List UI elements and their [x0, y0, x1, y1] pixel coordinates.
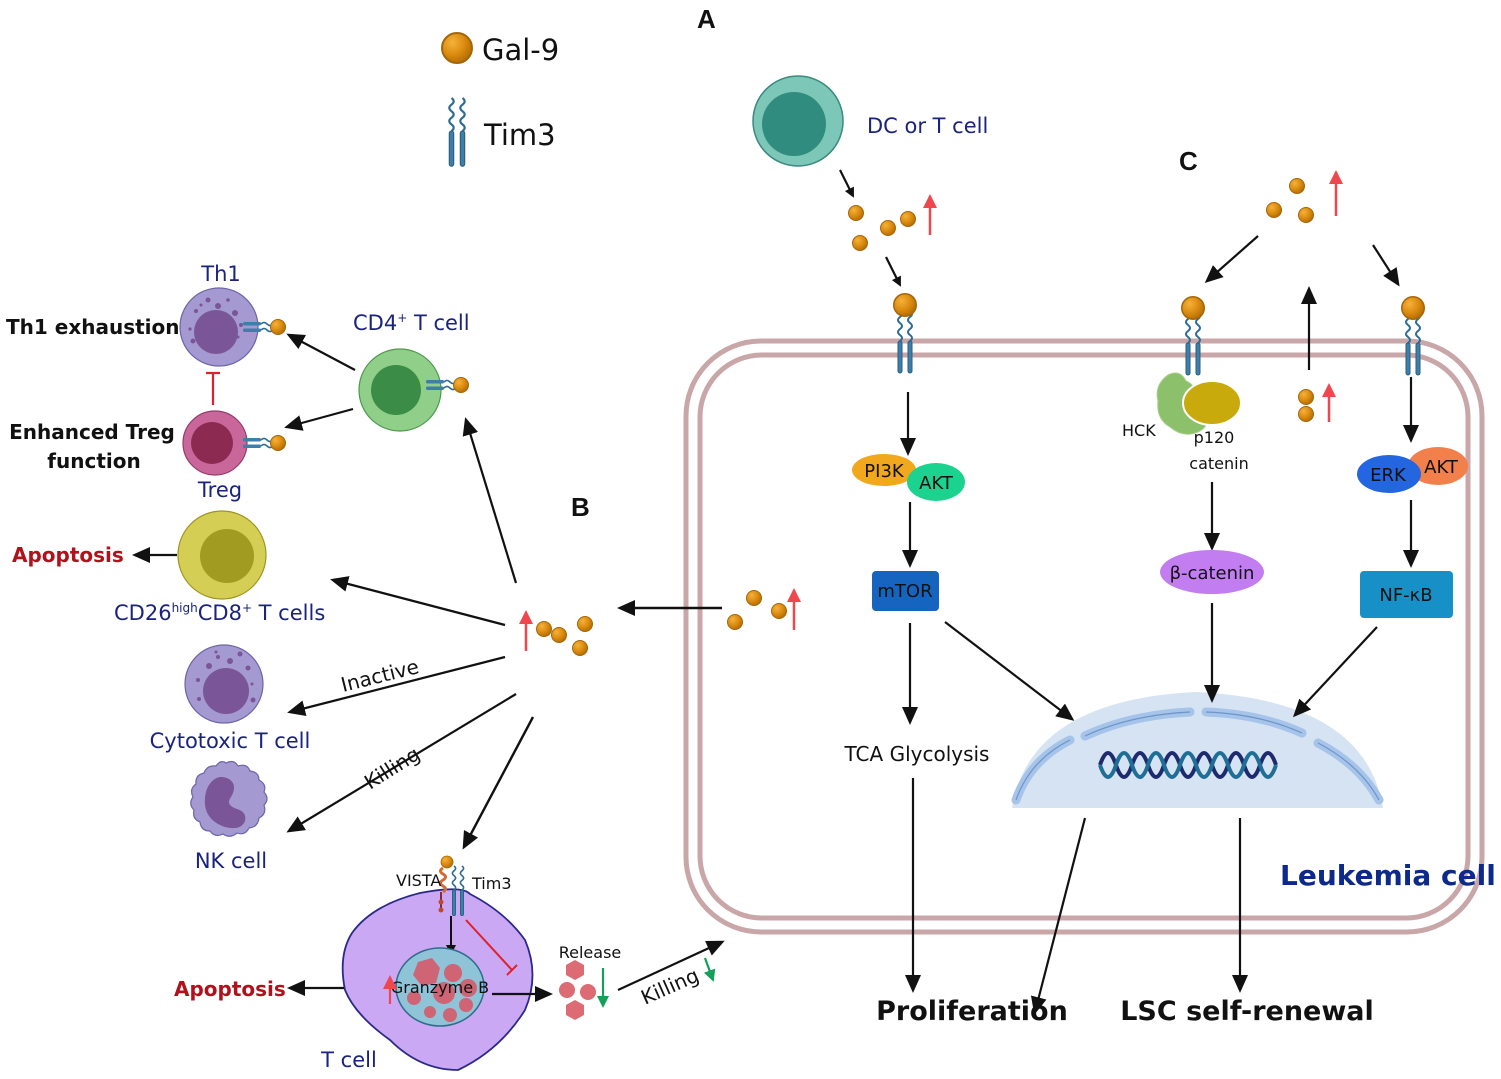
- gal9-cluster-secreted: [727, 590, 787, 630]
- cd8-label: CD26highCD8+ T cells: [114, 601, 325, 625]
- akt-label-c: AKT: [1424, 457, 1459, 478]
- panel-letter-b: B: [571, 492, 590, 522]
- akt-node-c: AKT: [1408, 447, 1468, 485]
- proliferation-label: Proliferation: [876, 996, 1068, 1027]
- released-granzyme-icon: [559, 960, 596, 1020]
- leukemia-cell-membrane: [683, 338, 1485, 935]
- th1-label: Th1: [200, 262, 241, 286]
- cd8-apoptosis-label: Apoptosis: [12, 543, 124, 567]
- granzyme-b-label: Granzyme B: [391, 978, 489, 997]
- gal9-cluster-a: [848, 205, 916, 251]
- vista-receptor-icon: [438, 855, 454, 913]
- decrease-arrow-killing-icon: [703, 957, 716, 982]
- tim3-tcell-label: Tim3: [471, 874, 512, 893]
- treg-label: Treg: [197, 478, 242, 502]
- tim3-gal9-receptor-c1: [1181, 296, 1205, 376]
- treg-outcome-line2: function: [47, 449, 140, 473]
- dna-helix-icon: [1098, 751, 1278, 779]
- dc-or-t-cell: [752, 75, 844, 167]
- gal9-ball-icon: [441, 32, 473, 64]
- cd8-prefix: CD26: [114, 601, 172, 625]
- arrow-nfkb-to-nucleus: [1292, 626, 1378, 718]
- tim3-gal9-receptor-c2: [1401, 296, 1425, 376]
- tcell-label: T cell: [320, 1048, 377, 1072]
- inhibition-release-bar: [506, 964, 518, 976]
- arrow-gal9-to-receptor-a: [885, 256, 901, 287]
- erk-label: ERK: [1370, 465, 1407, 486]
- panel-letter-c: C: [1179, 146, 1198, 176]
- arrow-gal9-to-erk-receptor: [1372, 244, 1400, 287]
- akt-node-a: AKT: [907, 463, 965, 501]
- dc-or-t-cell-label: DC or T cell: [867, 114, 988, 138]
- gal9-cluster-c-inner: [1298, 389, 1314, 422]
- cd4-suffix: T cell: [407, 311, 469, 335]
- nk-cell: [190, 760, 268, 837]
- tcell-apoptosis-label: Apoptosis: [174, 977, 286, 1001]
- cytotoxic-t-cell-label: Cytotoxic T cell: [150, 729, 311, 753]
- cytotoxic-t-cell: [184, 644, 264, 724]
- arrow-b-to-cd8: [330, 576, 506, 627]
- treg-cell: [182, 410, 286, 476]
- p120-catenin-node: [1182, 380, 1242, 426]
- th1-cell: [179, 287, 286, 367]
- nfkb-node: NF-κB: [1360, 571, 1453, 618]
- p120-label-line1: p120: [1194, 428, 1235, 447]
- pi3k-node: PI3K: [852, 454, 916, 486]
- gal9-cluster-b: [536, 616, 593, 656]
- arrow-nucleus-to-proliferation: [1030, 817, 1087, 1015]
- treg-outcome-line1: Enhanced Treg: [9, 420, 175, 444]
- nfkb-label: NF-κB: [1379, 585, 1432, 606]
- legend-gal9-label: Gal-9: [482, 33, 559, 67]
- cd8-suffix: T cells: [252, 601, 325, 625]
- arrow-b-to-cd4: [462, 417, 518, 584]
- cd4-sup: +: [397, 311, 407, 325]
- panel-letter-a: A: [697, 4, 716, 34]
- cd4-t-cell-label: CD4+ T cell: [353, 311, 470, 335]
- arrow-killing-leukemia: [617, 940, 725, 991]
- beta-catenin-node: β-catenin: [1160, 550, 1264, 594]
- arrow-b-to-nk: [286, 693, 517, 833]
- cd26high-cd8-t-cell: [177, 510, 267, 600]
- beta-catenin-label: β-catenin: [1170, 563, 1255, 584]
- erk-node: ERK: [1357, 455, 1421, 493]
- arrow-dc-to-gal9: [839, 169, 854, 198]
- legend: Gal-9 Tim3: [441, 32, 559, 168]
- nk-cell-label: NK cell: [195, 849, 267, 873]
- killing-edge-label-tcell: Killing: [637, 963, 702, 1010]
- cd8-sup1: high: [172, 601, 198, 615]
- tca-glycolysis-label: TCA Glycolysis: [844, 742, 990, 766]
- self-renewal-label: LSC self-renewal: [1120, 996, 1374, 1027]
- p120-label-line2: catenin: [1189, 454, 1248, 473]
- release-label: Release: [559, 943, 622, 962]
- tim3-receptor-icon: [448, 96, 466, 168]
- legend-tim3-label: Tim3: [483, 118, 556, 152]
- leukemia-cell-label: Leukemia cell: [1280, 859, 1496, 892]
- gal9-cluster-c: [1266, 178, 1314, 223]
- granzyme-b-granule: Granzyme B: [391, 947, 489, 1027]
- akt-label-a: AKT: [919, 473, 954, 494]
- nucleus: [1011, 692, 1384, 808]
- vista-label: VISTA: [396, 871, 441, 890]
- mtor-node: mTOR: [872, 571, 939, 611]
- arrow-mtor-to-nucleus: [944, 621, 1075, 721]
- mtor-label: mTOR: [877, 581, 932, 602]
- killing-edge-label-nk: Killing: [360, 742, 424, 795]
- arrow-cd4-to-treg: [284, 407, 354, 431]
- inactive-edge-label: Inactive: [338, 654, 421, 696]
- cd8-mid: CD8: [198, 601, 242, 625]
- cd4-t-cell: [358, 348, 469, 432]
- arrow-b-to-tcell: [462, 716, 535, 850]
- cd4-main: CD4: [353, 311, 397, 335]
- inhibition-release-icon: [465, 919, 513, 971]
- tim3-gal9-receptor-a: [893, 293, 917, 374]
- pi3k-label: PI3K: [864, 461, 905, 482]
- arrow-cd4-to-th1: [286, 333, 356, 371]
- arrow-b-to-ctl: [287, 655, 506, 717]
- cd8-sup2: +: [242, 601, 252, 615]
- th1-exhaustion-label: Th1 exhaustion: [6, 315, 180, 339]
- arrow-gal9-to-hck-receptor: [1204, 235, 1259, 283]
- hck-label: HCK: [1122, 421, 1156, 440]
